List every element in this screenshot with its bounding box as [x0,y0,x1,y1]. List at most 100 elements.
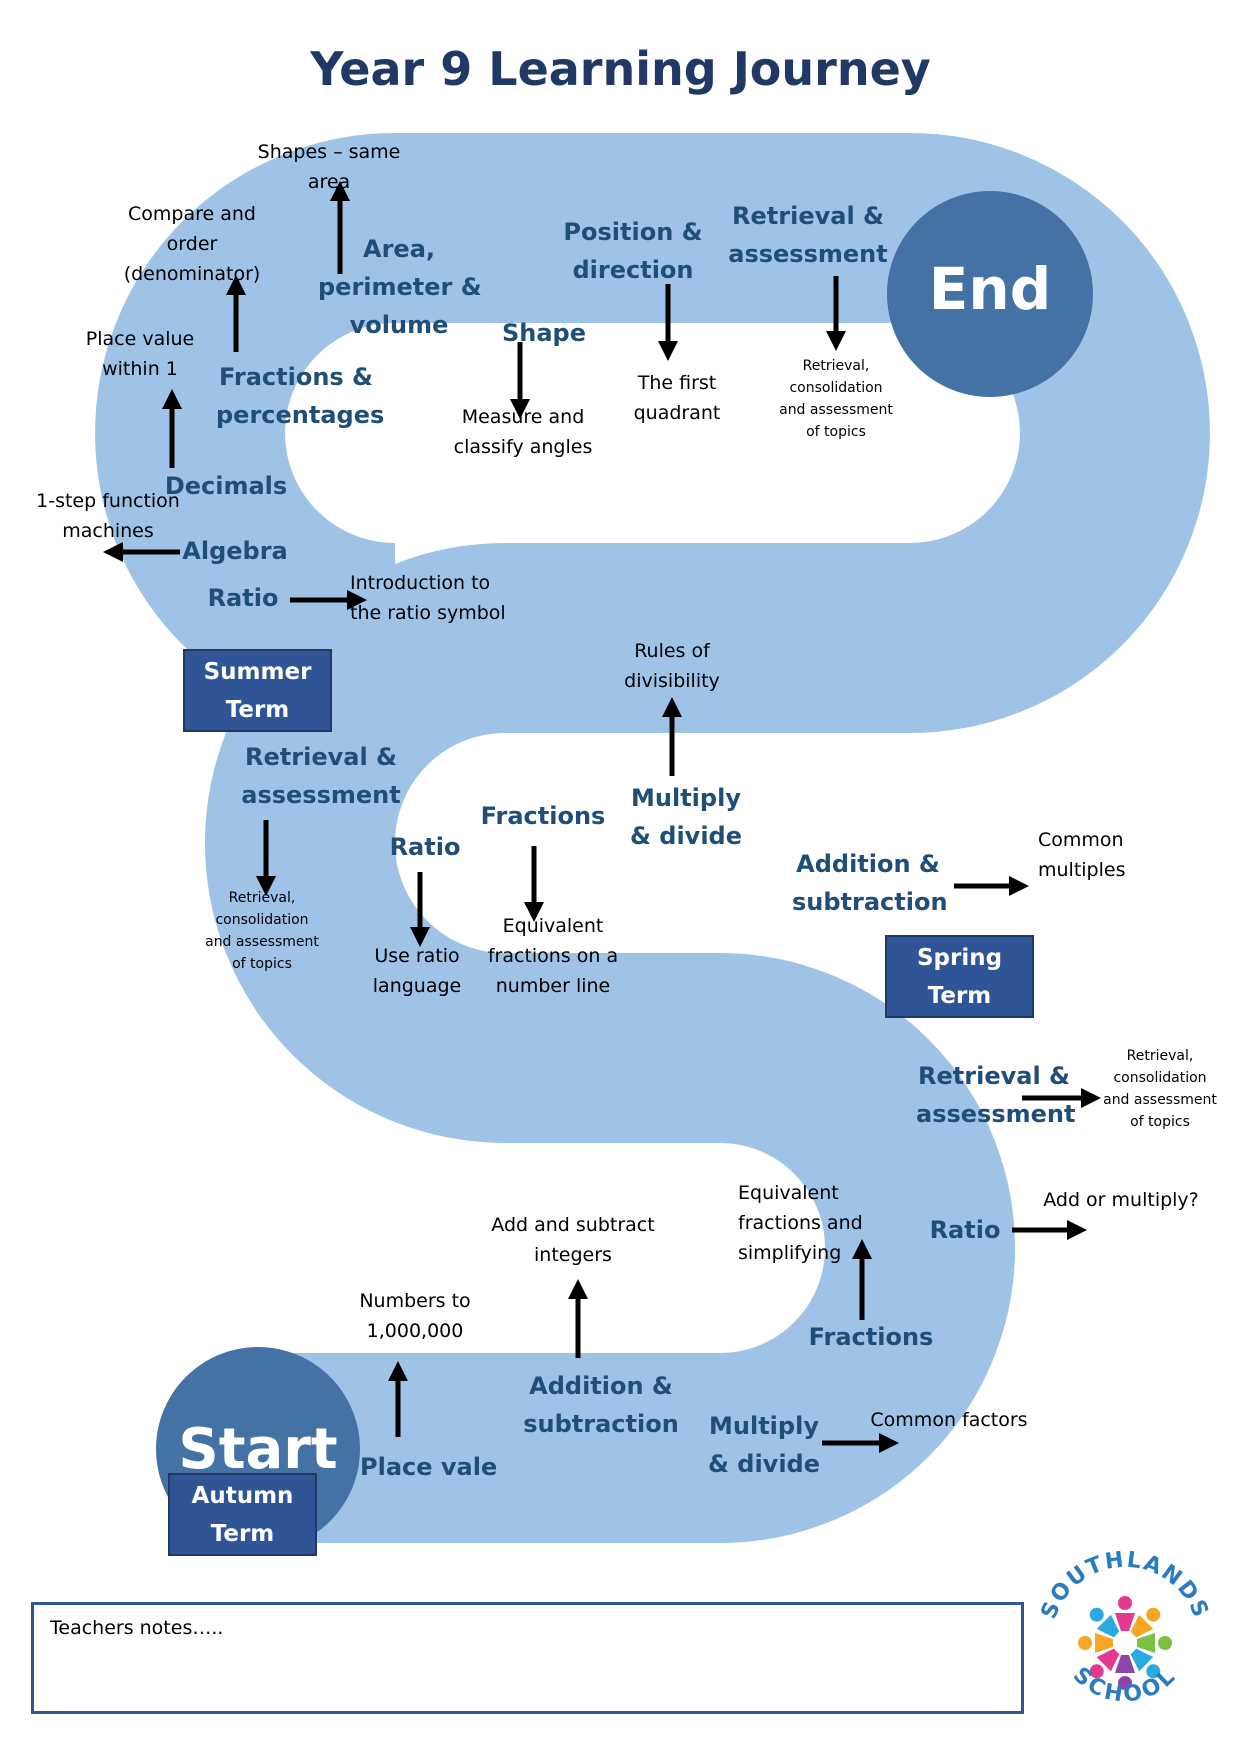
topic-shape: Shape [501,319,587,347]
autumn-term-line2: Term [210,1521,275,1547]
note-line: consolidation [789,380,883,396]
note-line: fractions on a [487,945,619,967]
note-ratio-summer: Introduction to the ratio symbol [350,568,520,628]
note-line: and assessment [1103,1092,1217,1108]
start-label: Start [178,1417,338,1482]
autumn-term-box: Autumn Term [168,1473,317,1556]
note-line: machines [62,520,154,542]
note-retrieval-summer: Retrieval, consolidation and assessment … [776,355,896,443]
topic-fractions-spring: Fractions [480,802,606,830]
note-line: order [166,233,218,255]
topic-line: subtraction [523,1410,679,1438]
note-line: Compare and [128,203,256,225]
page-title: Year 9 Learning Journey [310,42,931,96]
note-line: Retrieval, [1126,1048,1194,1064]
note-multiply-divide-autumn: Common factors [870,1409,1028,1431]
topic-line: Addition & [529,1372,673,1400]
note-place-value: Numbers to 1,000,000 [340,1286,490,1346]
note-line: multiples [1038,859,1126,881]
note-ratio-autumn: Add or multiply? [1043,1189,1199,1211]
topic-line: & divide [629,822,743,850]
topic-place-value: Place vale [360,1453,498,1481]
note-line: and assessment [205,934,319,950]
topic-retrieval-summer: Retrieval & assessment [728,197,888,273]
note-addition-subtraction-autumn: Add and subtract integers [478,1210,668,1270]
note-ratio-spring: Use ratio language [362,941,472,1001]
topic-area-perimeter-volume: Area, perimeter & volume [318,230,482,344]
note-line: Introduction to [350,572,491,594]
topic-line: Retrieval & [732,202,884,230]
note-line: quadrant [633,402,721,424]
note-line: of topics [232,956,292,972]
topic-addition-subtraction-autumn: Addition & subtraction [520,1367,682,1443]
topic-decimals: Decimals [164,472,288,500]
note-retrieval-spring: Retrieval, consolidation and assessment … [202,887,322,975]
topic-algebra: Algebra [182,537,288,565]
topic-line: assessment [916,1100,1076,1128]
autumn-term-line1: Autumn [191,1483,294,1509]
topic-line: subtraction [792,888,948,916]
topic-ratio-spring: Ratio [389,833,461,861]
note-line: of topics [1130,1114,1190,1130]
note-fractions-percentages: Compare and order (denominator) [112,199,272,289]
note-decimals: Place value within 1 [80,324,200,384]
teachers-notes-box[interactable]: Teachers notes….. [31,1602,1024,1714]
summer-term-line1: Summer [203,659,312,685]
topic-line: Multiply [709,1412,819,1440]
topic-position-direction: Position & direction [558,213,708,289]
note-line: (denominator) [123,263,261,285]
note-line: Retrieval, [228,890,296,906]
svg-text:SOUTHLANDS: SOUTHLANDS [1037,1547,1214,1622]
note-line: Rules of [634,640,710,662]
note-line: Add and subtract [491,1214,655,1236]
note-line: the ratio symbol [350,602,506,624]
topic-line: volume [349,311,449,339]
note-algebra: 1-step function machines [30,486,186,546]
note-line: Equivalent [738,1182,839,1204]
spring-term-box: Spring Term [885,935,1034,1018]
note-line: 1-step function [36,490,180,512]
topic-line: percentages [216,401,385,429]
topic-ratio-autumn: Ratio [929,1216,1001,1244]
topic-line: Multiply [631,784,741,812]
topic-fractions-autumn: Fractions [808,1323,934,1351]
summer-term-line2: Term [225,697,290,723]
note-line: number line [495,975,611,997]
note-line: language [372,975,462,997]
note-shape: Measure and classify angles [448,402,598,462]
topic-line: assessment [241,781,401,809]
arrows [103,181,1101,1453]
topic-line: Addition & [796,850,940,878]
topic-line: Fractions & [219,363,373,391]
topic-line: perimeter & [318,273,482,301]
topic-line: Retrieval & [245,743,397,771]
note-fractions-spring: Equivalent fractions on a number line [478,911,628,1001]
note-line: Retrieval, [802,358,870,374]
note-fractions-autumn: Equivalent fractions and simplifying [738,1178,863,1268]
topic-line: Position & [563,218,703,246]
spring-term-line1: Spring [916,945,1003,971]
note-line: consolidation [215,912,309,928]
end-label: End [928,255,1052,323]
topic-retrieval-spring: Retrieval & assessment [240,738,402,814]
note-line: consolidation [1113,1070,1207,1086]
topic-line: & divide [707,1450,821,1478]
note-line: of topics [806,424,866,440]
note-line: fractions and [738,1212,863,1234]
journey-path [95,133,1210,1543]
topic-line: Retrieval & [918,1062,1070,1090]
logo-figures-icon [1078,1596,1172,1690]
note-line: Equivalent [502,915,604,937]
topic-line: direction [572,256,694,284]
spring-term-line2: Term [927,983,992,1009]
topic-fractions-percentages: Fractions & percentages [216,358,385,434]
topic-addition-subtraction-spring: Addition & subtraction [792,845,948,921]
note-addition-subtraction-spring: Common multiples [1038,825,1148,885]
topic-multiply-divide-spring: Multiply & divide [624,779,748,855]
topic-line: assessment [728,240,888,268]
topic-multiply-divide-autumn: Multiply & divide [702,1407,826,1483]
note-line: Use ratio [374,945,460,967]
note-line: Measure and [461,406,585,428]
note-line: Place value [85,328,195,350]
end-circle [887,191,1093,397]
